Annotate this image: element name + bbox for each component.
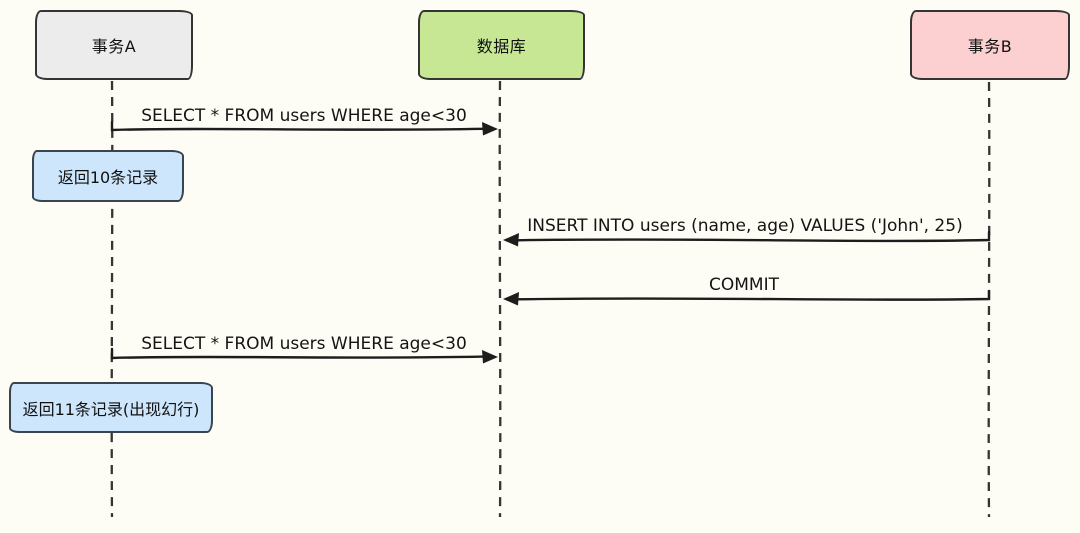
note-box-returned-10-rows: 返回10条记录: [32, 150, 184, 202]
arrowhead-insert: [503, 233, 519, 247]
lifeline-transaction-a: [110, 80, 114, 518]
actor-label-database: 数据库: [476, 37, 527, 56]
note-label-returned-10-rows: 返回10条记录: [57, 168, 159, 187]
message-label-insert: INSERT INTO users (name, age) VALUES ('J…: [527, 216, 963, 236]
arrowhead-select-2: [482, 350, 498, 364]
lifeline-database: [498, 80, 502, 518]
actor-box-database: 数据库: [418, 10, 585, 80]
actor-label-transaction-a: 事务A: [91, 37, 137, 56]
message-label-select-2: SELECT * FROM users WHERE age<30: [141, 334, 467, 354]
message-arrow-insert: [515, 230, 991, 243]
actor-label-transaction-b: 事务B: [967, 37, 1013, 56]
message-label-commit: COMMIT: [709, 275, 779, 295]
arrowhead-commit: [503, 292, 519, 306]
message-arrow-select-2: [110, 347, 486, 360]
message-arrow-select-1: [110, 120, 486, 132]
actor-box-transaction-a: 事务A: [35, 10, 193, 80]
actor-box-transaction-b: 事务B: [910, 10, 1070, 80]
note-box-returned-11-rows-phantom: 返回11条记录(出现幻行): [9, 382, 213, 433]
arrowhead-select-1: [482, 122, 498, 136]
message-arrow-commit: [515, 289, 991, 301]
message-label-select-1: SELECT * FROM users WHERE age<30: [141, 106, 467, 126]
note-label-returned-11-rows-phantom: 返回11条记录(出现幻行): [22, 399, 200, 419]
